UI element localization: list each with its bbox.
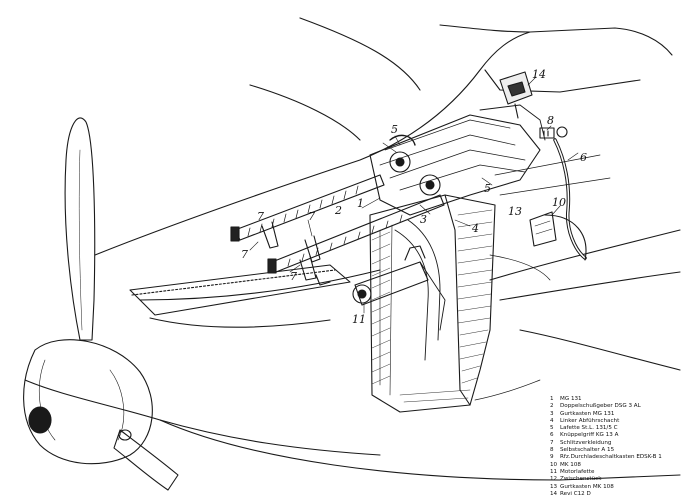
legend-label: Motorlafette [560, 468, 595, 475]
legend-item: 3 Gurtkasten MG 131 [550, 411, 678, 418]
callout-4: 4 [471, 222, 479, 235]
legend-label: Rfz.Durchladeschaltkasten EDSK-B 1 [560, 454, 662, 461]
slit-cover-brackets [261, 221, 331, 286]
callout-labels: 5 2 1 3 4 5 6 7 7 7 7 8 10 11 13 14 [241, 68, 587, 326]
callout-13: 13 [508, 205, 522, 218]
legend-label: Lafette St.L. 131/5 C [560, 425, 618, 432]
reflector-sight [499, 71, 533, 119]
legend-number: 14 [550, 490, 558, 497]
legend-number: 6 [550, 432, 554, 439]
legend-label: MG 131 [560, 396, 582, 402]
legend-number: 7 [550, 439, 554, 446]
junction-box [529, 211, 557, 247]
legend-label: Schlitzverkleidung [560, 439, 612, 446]
legend-label: Revi C12 D [560, 490, 591, 497]
engine-cowling-panel [129, 264, 351, 328]
legend-number: 2 [550, 403, 554, 410]
callout-2: 2 [334, 204, 342, 217]
legend-label: MK 108 [560, 461, 581, 468]
legend-number: 13 [550, 483, 558, 490]
callout-3: 3 [420, 213, 427, 226]
legend-item: 7 Schlitzverkleidung [550, 440, 678, 447]
legend-label: Gurtkasten MG 131 [560, 410, 615, 417]
callout-10: 10 [552, 196, 566, 209]
legend-item: 4 Linker Abführschacht [550, 418, 678, 425]
legend-item: 6 Knüppelgriff KG 13 A [550, 432, 678, 439]
callout-7-b: 7 [308, 210, 315, 223]
callout-5-upper: 5 [391, 123, 398, 136]
legend-item: 9 Rfz.Durchladeschaltkasten EDSK-B 1 [550, 454, 678, 461]
callout-7-a: 7 [241, 248, 248, 261]
spinner-hub-hole [28, 406, 52, 434]
legend-number: 4 [550, 417, 554, 424]
control-stick [544, 126, 587, 261]
legend-label: Zwischenstück [560, 476, 602, 483]
callout-5-lower: 5 [484, 182, 491, 195]
legend-number: 5 [550, 425, 554, 432]
fuselage-deck-lines [474, 154, 611, 401]
legend-number: 1 [550, 396, 554, 402]
legend-number: 8 [550, 447, 554, 454]
column-hatching [371, 209, 493, 403]
legend-item: 5 Lafette St.L. 131/5 C [550, 425, 678, 432]
legend-item: 8 Selbstschalter A 15 [550, 447, 678, 454]
legend-number: 11 [550, 468, 558, 475]
mg131-barrels [230, 174, 445, 274]
legend-number: 10 [550, 461, 558, 468]
callout-7-d: 7 [257, 210, 264, 223]
callout-1: 1 [357, 197, 364, 210]
callout-11: 11 [352, 313, 366, 326]
legend-label: Knüppelgriff KG 13 A [560, 432, 619, 439]
legend-label: Doppelschußgeber DSG 3 AL [560, 403, 641, 410]
leader-lines [249, 76, 579, 314]
propeller-spinner [23, 339, 153, 465]
legend-number: 9 [550, 454, 554, 461]
legend-number: 12 [550, 476, 558, 483]
fuselage-outline [24, 17, 681, 481]
circuit-breaker [539, 127, 555, 139]
legend-number: 3 [550, 410, 554, 417]
callout-8: 8 [547, 114, 554, 127]
callout-7-c: 7 [290, 270, 297, 283]
callout-6: 6 [580, 151, 587, 164]
legend-item: 2 Doppelschußgeber DSG 3 AL [550, 403, 678, 410]
legend-label: Linker Abführschacht [560, 417, 620, 424]
mk108-motor-cannon [352, 245, 446, 331]
callout-14: 14 [532, 68, 546, 81]
legend-item: 1 MG 131 [550, 396, 678, 403]
legend-label: Selbstschalter A 15 [560, 447, 615, 454]
legend-label: Gurtkasten MK 108 [560, 483, 614, 490]
gun-mount-assembly [369, 104, 546, 216]
propeller-blades [64, 117, 179, 491]
ammunition-box-mk108 [369, 194, 496, 413]
